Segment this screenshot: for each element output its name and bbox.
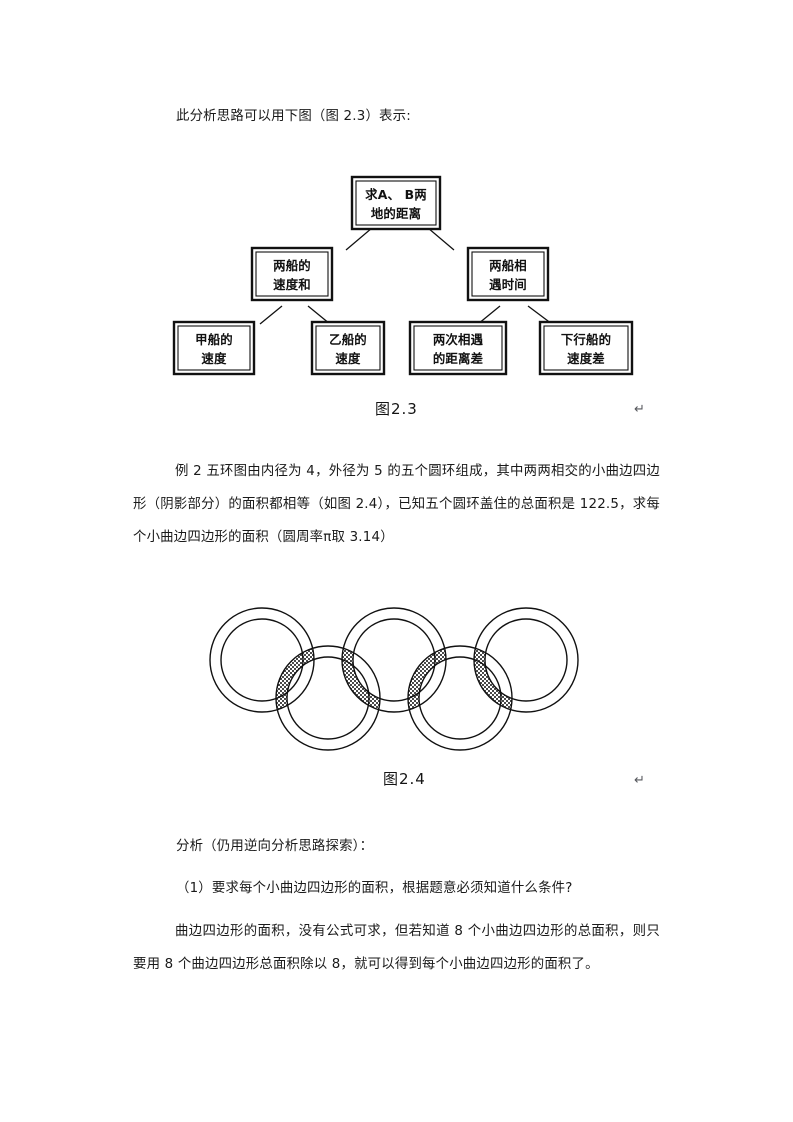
tree-node-root-line2: 地的距离 (371, 206, 421, 221)
example-2-paragraph: 例 2 五环图由内径为 4，外径为 5 的五个圆环组成，其中两两相交的小曲边四边… (133, 464, 660, 545)
figure-2-3-tree-diagram: 求A、 B两 地的距离 两船的 速度和 两船相 遇时间 甲船的 (160, 172, 640, 427)
tree-node-left-mid-line2: 速度和 (273, 277, 311, 292)
figure-2-3-caption: 图2.3 (375, 400, 418, 418)
shaded-intersection-regions (276, 646, 512, 712)
analysis-heading: 分析（仍用逆向分析思路探索）： (176, 839, 374, 854)
tree-node-leaf-4-line2: 速度差 (567, 351, 605, 366)
tree-node-right-mid-line2: 遇时间 (489, 277, 527, 292)
paragraph-return-mark-1: ↵ (634, 402, 645, 417)
paragraph-return-mark-2: ↵ (634, 773, 645, 788)
tree-node-leaf-1-line1: 甲船的 (195, 332, 233, 347)
tree-node-leaf-4: 下行船的 速度差 (538, 320, 634, 376)
ring-outlines (209, 607, 579, 751)
tree-node-leaf-2-line2: 速度 (335, 351, 361, 366)
tree-node-leaf-2: 乙船的 速度 (310, 320, 386, 376)
analysis-question-1: （1）要求每个小曲边四边形的面积，根据题意必须知道什么条件? (176, 881, 573, 896)
analysis-answer-1: 曲边四边形的面积，没有公式可求，但若知道 8 个小曲边四边形的总面积，则只要用 … (133, 924, 660, 972)
tree-node-right-mid: 两船相 遇时间 (466, 246, 550, 302)
figure-2-4-caption: 图2.4 (383, 770, 426, 788)
tree-node-root-line1: 求A、 B两 (365, 187, 427, 202)
figure-2-4-five-rings-diagram (200, 598, 600, 768)
tree-node-leaf-3-line1: 两次相遇 (433, 332, 484, 347)
intro-sentence: 此分析思路可以用下图（图 2.3）表示: (176, 109, 411, 124)
tree-node-leaf-4-line1: 下行船的 (561, 332, 611, 347)
tree-node-left-mid: 两船的 速度和 (250, 246, 334, 302)
tree-node-root: 求A、 B两 地的距离 (350, 175, 442, 231)
tree-node-right-mid-line1: 两船相 (489, 258, 527, 273)
tree-node-leaf-2-line1: 乙船的 (329, 332, 367, 347)
tree-node-leaf-1-line2: 速度 (201, 351, 227, 366)
tree-node-leaf-1: 甲船的 速度 (172, 320, 256, 376)
ring-5 (473, 607, 579, 713)
tree-node-leaf-3: 两次相遇 的距离差 (408, 320, 508, 376)
tree-node-leaf-3-line2: 的距离差 (433, 351, 483, 366)
tree-node-left-mid-line1: 两船的 (273, 258, 311, 273)
